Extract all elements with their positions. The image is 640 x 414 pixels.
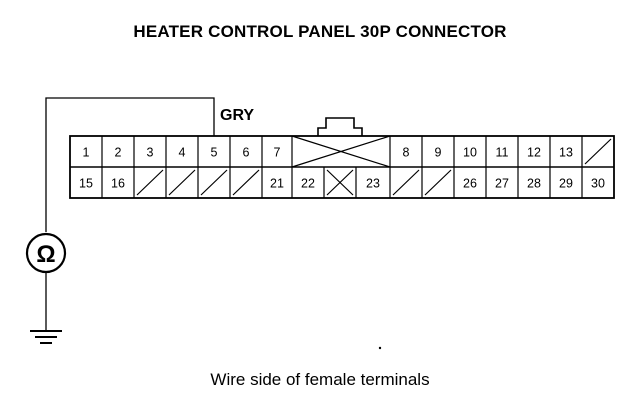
blank-cavity-bottom-6 (229, 167, 260, 198)
diagram-title: HEATER CONTROL PANEL 30P CONNECTOR (133, 22, 507, 41)
blank-cavity-bottom-11 (389, 167, 420, 198)
terminal-number: 30 (591, 177, 605, 191)
terminal-number: 16 (111, 177, 125, 191)
terminal-number: 6 (243, 146, 250, 160)
terminal-1: 1 (83, 146, 90, 160)
terminal-13: 13 (549, 136, 573, 167)
terminal-7: 7 (261, 136, 281, 167)
terminal-2: 2 (101, 136, 122, 167)
terminal-28: 28 (517, 167, 541, 198)
terminal-9: 9 (421, 136, 442, 167)
blank-cavity-bottom-4 (165, 167, 196, 198)
terminal-number: 2 (115, 146, 122, 160)
terminal-number: 15 (79, 177, 93, 191)
blank-cavity-bottom-12 (421, 167, 452, 198)
terminal-number: 22 (301, 177, 315, 191)
terminal-3: 3 (133, 136, 154, 167)
terminal-16: 16 (101, 167, 125, 198)
blank-slash (424, 169, 452, 196)
wire-color-label: GRY (220, 107, 255, 124)
terminal-15: 15 (79, 177, 93, 191)
terminal-number: 28 (527, 177, 541, 191)
terminal-number: 13 (559, 146, 573, 160)
terminal-12: 12 (517, 136, 541, 167)
blank-slash (136, 169, 164, 196)
terminal-number: 4 (179, 146, 186, 160)
terminal-number: 7 (274, 146, 281, 160)
terminal-number: 27 (495, 177, 509, 191)
connector-latch-tab (317, 117, 363, 136)
terminal-30: 30 (581, 167, 605, 198)
terminal-8: 8 (389, 136, 410, 167)
terminal-number: 5 (211, 146, 218, 160)
terminal-number: 10 (463, 146, 477, 160)
blank-cavity-top-8 (291, 135, 391, 168)
blank-cavity-bottom-5 (197, 167, 228, 198)
terminal-23: 23 (355, 167, 380, 198)
terminal-number: 1 (83, 146, 90, 160)
diagram-caption: Wire side of female terminals (210, 370, 430, 389)
terminal-21: 21 (261, 167, 284, 198)
terminal-10: 10 (453, 136, 477, 167)
scan-dot (378, 346, 382, 350)
terminal-number: 29 (559, 177, 573, 191)
blank-cavity-top-15 (581, 136, 612, 167)
terminal-11: 11 (485, 136, 509, 167)
terminal-number: 11 (496, 146, 509, 160)
terminal-4: 4 (165, 136, 186, 167)
blank-slash (392, 169, 420, 196)
terminal-number: 9 (435, 146, 442, 160)
blank-slash (200, 169, 228, 196)
ohm-symbol: Ω (36, 241, 55, 268)
terminal-number: 23 (366, 177, 380, 191)
terminal-29: 29 (549, 167, 573, 198)
terminal-number: 26 (463, 177, 477, 191)
blank-slash (168, 169, 196, 196)
terminal-27: 27 (485, 167, 509, 198)
ground-icon (30, 330, 62, 344)
terminal-26: 26 (453, 167, 477, 198)
blank-cavity-bottom-3 (133, 167, 164, 198)
terminal-number: 3 (147, 146, 154, 160)
blank-slash (232, 169, 260, 196)
terminal-6: 6 (229, 136, 250, 167)
test-wire (45, 97, 215, 232)
terminal-number: 12 (527, 146, 541, 160)
terminal-number: 8 (403, 146, 410, 160)
terminal-22: 22 (291, 167, 315, 198)
blank-cavity-bottom-9 (323, 167, 354, 198)
ohmmeter-icon: Ω (25, 232, 67, 274)
terminal-5: 5 (197, 136, 218, 167)
blank-slash (584, 138, 612, 165)
terminal-number: 21 (270, 177, 284, 191)
